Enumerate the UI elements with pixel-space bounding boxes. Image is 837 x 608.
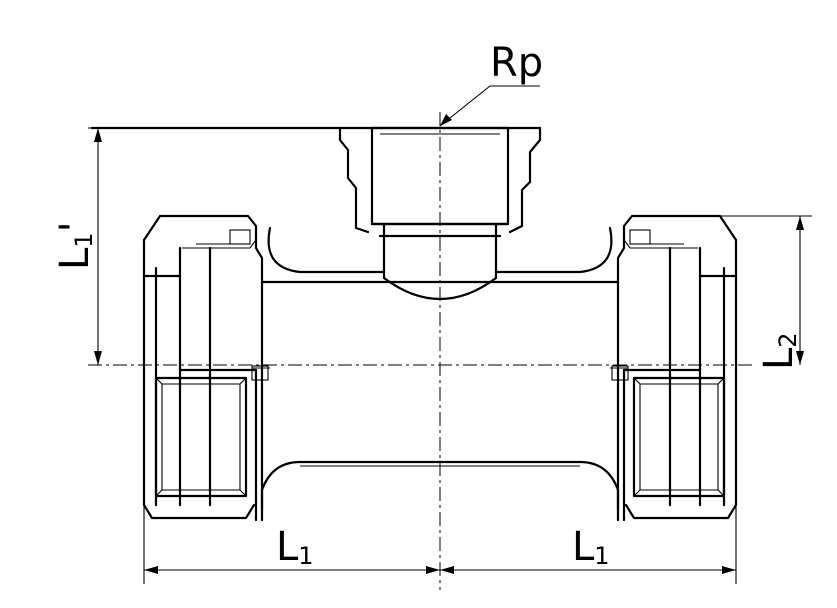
dimension-l1 — [143, 505, 737, 584]
right-compression-nut — [616, 214, 738, 520]
rp-leader — [439, 85, 540, 127]
rp-label: Rp — [490, 40, 543, 86]
left-compression-nut — [142, 214, 264, 520]
svg-text:L2: L2 — [756, 332, 802, 370]
svg-text:L1': L1' — [52, 221, 98, 270]
branch-body — [90, 126, 613, 301]
l1-prime-label: L1' — [52, 221, 98, 270]
l1-right-label: L1 — [572, 524, 610, 570]
l2-label: L2 — [756, 332, 802, 370]
run-body — [251, 280, 629, 522]
dimension-l2 — [640, 215, 812, 365]
dimension-l1-prime — [88, 127, 340, 365]
l1-left-label: L1 — [276, 524, 314, 570]
